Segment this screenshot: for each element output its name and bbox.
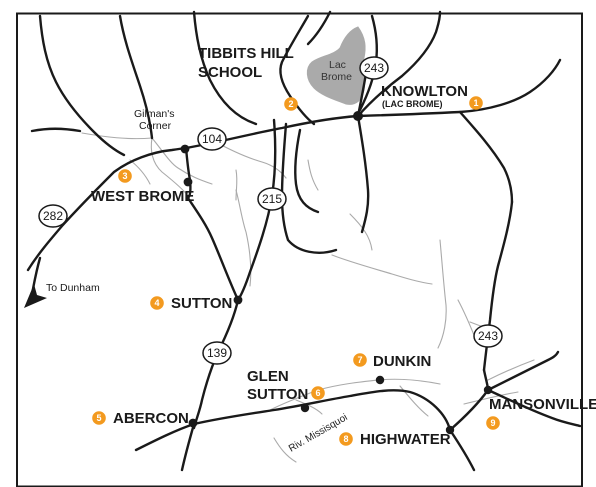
badge-9: 9 [486,416,500,430]
route-282-label: 282 [43,209,63,223]
highwater-label: HIGHWATER [360,431,451,448]
badge-3: 3 [118,169,132,183]
route-shields: 243 104 282 215 139 243 [38,56,503,365]
svg-text:9: 9 [490,418,495,428]
route-139-label: 139 [207,346,227,360]
mansonville-label: MANSONVILLE [489,396,596,413]
badge-6: 6 [311,386,325,400]
svg-text:6: 6 [315,388,320,398]
route-215-label: 215 [262,192,282,206]
route-shield-243-north: 243 [359,56,389,80]
junction-dots [180,111,493,435]
west-brome-label: WEST BROME [91,188,194,205]
gilmans-corner-label-line2: Corner [139,120,172,132]
svg-text:8: 8 [343,434,348,444]
route-243-south-label: 243 [478,329,498,343]
badge-2: 2 [284,97,298,111]
junction-dot-mansonville [483,385,493,395]
knowlton-sublabel: (LAC BROME) [382,99,443,109]
route-shield-104: 104 [197,127,227,151]
abercon-label: ABERCON [113,410,189,427]
route-243-north-label: 243 [364,61,384,75]
svg-text:3: 3 [122,171,127,181]
route-shield-282: 282 [38,204,68,228]
sutton-label: SUTTON [171,295,232,312]
place-labels: TIBBITS HILL SCHOOL KNOWLTON (LAC BROME)… [91,45,596,448]
badge-4: 4 [150,296,164,310]
gilmans-corner-label-line1: Gilman's [134,108,175,120]
dunkin-label: DUNKIN [373,353,431,370]
route-104-label: 104 [202,132,222,146]
to-dunham-label: To Dunham [46,282,100,294]
route-shield-215: 215 [257,187,287,211]
badge-8: 8 [339,432,353,446]
junction-dot-abercon [188,418,198,428]
route-shield-243-south: 243 [473,324,503,348]
junction-dot-dunkin [375,375,385,385]
tibbits-hill-school-label-line2: SCHOOL [198,64,262,81]
badge-1: 1 [469,96,483,110]
junction-dot-highwater [445,425,455,435]
glen-sutton-label-line2: SUTTON [247,386,308,403]
route-shield-139: 139 [202,341,232,365]
site-badges: 1 2 3 4 5 6 7 8 [92,96,500,446]
badge-5: 5 [92,411,106,425]
badge-7: 7 [353,353,367,367]
junction-dot-west-brome [183,177,193,187]
junction-dot-gilmans-corner [180,144,190,154]
junction-dot-knowlton [353,111,363,121]
svg-text:2: 2 [288,99,293,109]
svg-text:1: 1 [473,98,478,108]
junction-dot-glen-sutton [300,403,310,413]
glen-sutton-label-line1: GLEN [247,368,289,385]
lac-brome-label-line2: Brome [321,71,352,83]
lac-brome-label-line1: Lac [329,59,346,71]
to-dunham-arrow-icon [24,284,47,308]
tibbits-hill-school-label-line1: TIBBITS HILL [198,45,294,62]
knowlton-label: KNOWLTON [381,83,468,100]
junction-dot-sutton [233,295,243,305]
svg-text:5: 5 [96,413,101,423]
svg-text:7: 7 [357,355,362,365]
svg-text:4: 4 [154,298,159,308]
